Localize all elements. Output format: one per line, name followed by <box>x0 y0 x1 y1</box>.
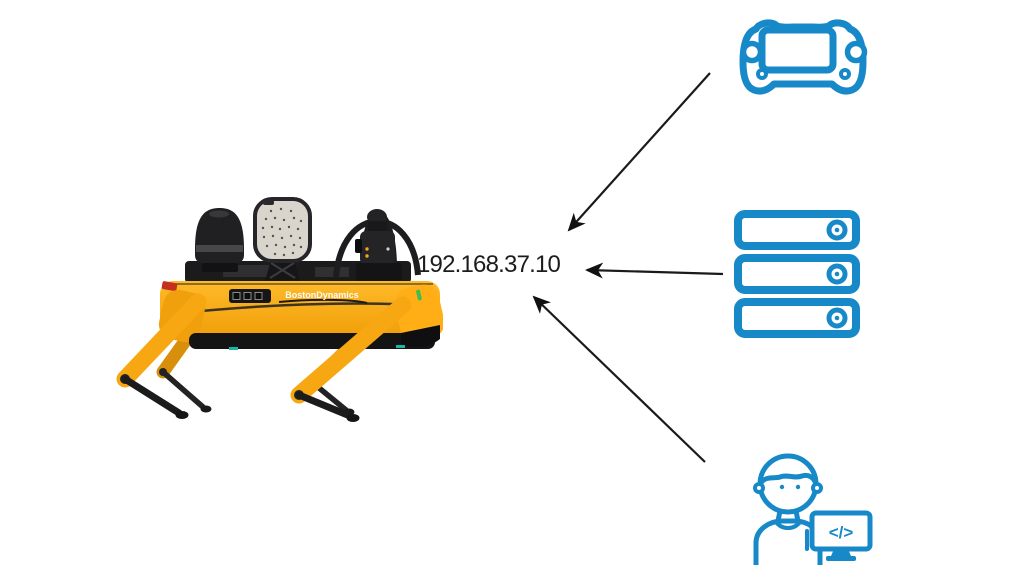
developer-head <box>757 453 819 515</box>
tablet-controller-icon <box>739 19 868 95</box>
server-unit <box>734 254 860 294</box>
controller-left-button <box>756 68 768 80</box>
server-unit <box>734 210 860 250</box>
developer-eye <box>779 484 785 490</box>
spot-robot-image: BostonDynamics <box>116 197 443 422</box>
developer-workstation-icon: </> <box>753 453 873 565</box>
server-stack-icon <box>734 210 860 338</box>
monitor-stand <box>831 549 851 556</box>
robot-brand-label: BostonDynamics <box>285 290 359 300</box>
controller-left-stick <box>740 40 764 64</box>
monitor-base <box>826 556 856 561</box>
lidar-sensor-icon <box>195 208 244 272</box>
arrow-server-to-robot <box>585 262 724 279</box>
front-indicator-light <box>416 289 422 301</box>
controller-right-stick <box>844 40 868 64</box>
robot-near-legs <box>116 293 412 422</box>
rear-indicator-light <box>161 281 178 292</box>
controller-right-button <box>839 68 851 80</box>
monitor-code-glyph: </> <box>829 523 854 542</box>
caged-camera-icon <box>333 209 421 281</box>
ip-address-label: 192.168.37.10 <box>417 251 561 278</box>
arrow-controller-to-robot <box>567 72 711 232</box>
server-unit <box>734 298 860 338</box>
developer-eye <box>795 484 801 490</box>
controller-screen <box>758 26 837 74</box>
arrow-developer-to-robot <box>532 295 706 463</box>
dotted-array-sensor-icon <box>253 197 312 281</box>
robot-sensor-payloads <box>185 197 421 283</box>
